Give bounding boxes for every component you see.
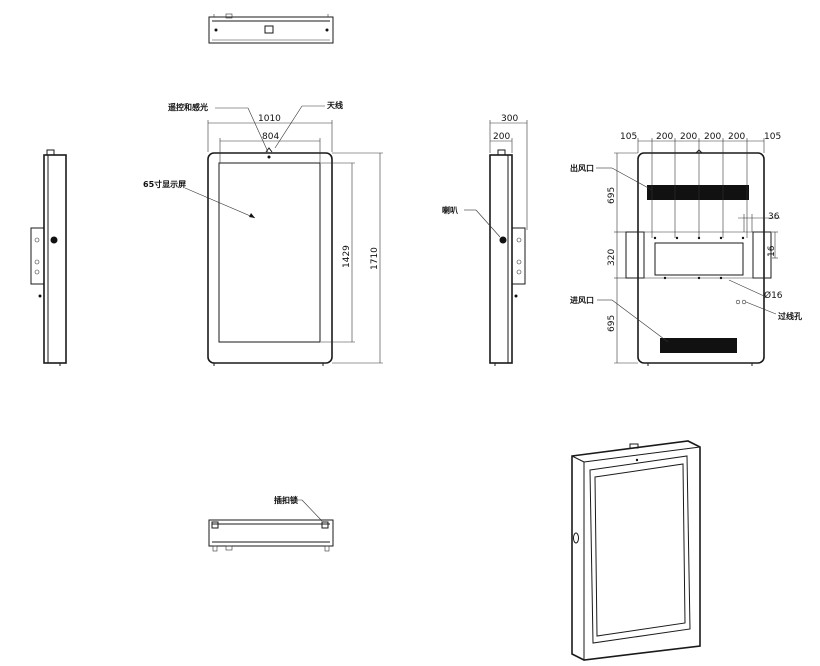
label-speaker: 喇叭 <box>442 205 458 215</box>
label-display: 65寸显示屏 <box>143 179 186 189</box>
bottom-view <box>208 499 334 552</box>
label-remote-sensor: 遥控和感光 <box>168 102 208 112</box>
label-antenna: 天线 <box>327 100 343 110</box>
dim-bracket-height: 16 <box>767 245 777 257</box>
label-lock: 插扣锁 <box>274 495 298 505</box>
dim-back-margin-left: 105 <box>620 132 637 142</box>
label-air-outlet: 出风口 <box>570 163 594 173</box>
front-view <box>184 105 383 366</box>
dim-front-outer-width: 1010 <box>258 114 281 124</box>
label-cable-hole: 过线孔 <box>778 311 802 321</box>
air-outlet-grille <box>647 185 749 200</box>
label-air-inlet: 进风口 <box>570 295 594 305</box>
dim-front-outer-height: 1710 <box>370 247 380 270</box>
dim-bracket-width: 36 <box>768 212 780 222</box>
dim-front-inner-width: 804 <box>262 132 279 142</box>
isometric-view <box>571 440 701 661</box>
dim-back-top-height: 695 <box>607 187 617 204</box>
right-side-view <box>464 120 528 366</box>
air-inlet-grille <box>660 338 737 353</box>
dim-front-inner-height: 1429 <box>342 245 352 268</box>
top-view <box>208 13 334 44</box>
dim-back-margin-right: 105 <box>764 132 781 142</box>
dim-side-depth-total: 300 <box>501 114 518 124</box>
dimension-labels: 1010 804 1429 1710 300 200 105 200 200 2… <box>258 114 783 332</box>
dim-back-spacing-2: 200 <box>680 132 697 142</box>
dim-side-depth-inner: 200 <box>493 132 510 142</box>
dim-back-spacing-4: 200 <box>728 132 745 142</box>
dim-hole-diameter: Ø16 <box>764 290 783 301</box>
dim-back-spacing-3: 200 <box>704 132 721 142</box>
dim-back-spacing-1: 200 <box>656 132 673 142</box>
back-view <box>596 138 780 366</box>
annotation-labels: 遥控和感光 天线 65寸显示屏 喇叭 出风口 进风口 过线孔 插扣锁 <box>143 100 802 505</box>
left-side-view <box>30 149 67 366</box>
dim-back-mid-height: 320 <box>607 249 617 266</box>
dim-back-bottom-height: 695 <box>607 315 617 332</box>
